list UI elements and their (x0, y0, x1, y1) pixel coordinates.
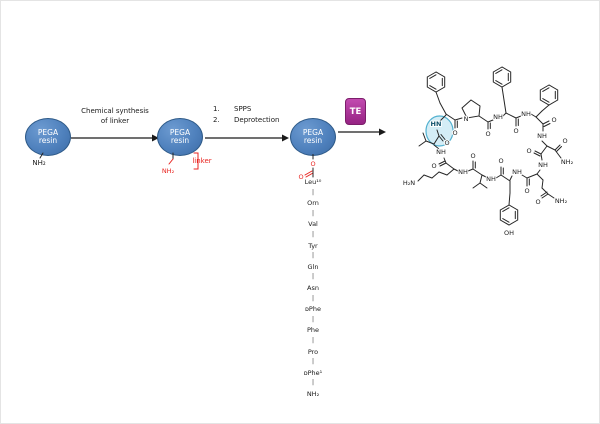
pega-resin-bead-1: PEGA resin (25, 118, 71, 156)
amide-nh: NH (486, 175, 496, 183)
carbonyl-o: O (498, 157, 503, 165)
cyclization-site-highlight (425, 115, 454, 147)
amide-nh: NH (493, 113, 503, 121)
amine-label: NH₂ (32, 159, 46, 167)
chain-residue: Phe (306, 326, 320, 335)
amide-nh: NH (436, 148, 446, 156)
tyr-oh: OH (504, 229, 514, 237)
chain-bond: | (311, 230, 315, 238)
step2-item1-num: 1. (213, 105, 220, 113)
resin-label-line2: resin (170, 136, 190, 145)
asn-sidechain-nh2: NH₂ (561, 158, 574, 166)
linker-amine-label: NH₂ (162, 167, 175, 175)
linker-label: linker (192, 157, 211, 165)
chain-bond: | (311, 188, 315, 196)
highlight-o: O (444, 139, 449, 147)
linker-bracket (193, 152, 199, 170)
proline-ring (461, 99, 481, 119)
carbonyl-o: O (526, 147, 531, 155)
carbonyl-o: O (513, 127, 518, 135)
chain-bond: | (311, 315, 315, 323)
chain-bond: | (311, 294, 315, 302)
resin-label-line2: resin (303, 136, 323, 145)
arrow-cyclization (338, 128, 386, 136)
ester-carbonyl-o-label: O (298, 173, 303, 181)
peptide-chain: Leu¹⁰ | Orn | Val | Tyr | Gln | Asn | ᴅP… (289, 177, 337, 399)
te-enzyme-box: TE (345, 98, 366, 125)
chain-residue: Tyr (308, 241, 318, 250)
amide-nh: NH (538, 161, 548, 169)
gln-sidechain-nh2: NH₂ (555, 197, 568, 205)
step2-item1-text: SPPS (234, 105, 252, 113)
chain-bond: | (311, 273, 315, 281)
chain-residue: Asn (307, 283, 319, 292)
linker-annotation: NH₂ linker (162, 152, 212, 175)
atom-labels: N O O NH O NH O NH O NH₂ O NH O NH₂ O NH… (402, 109, 575, 238)
resin-label-line2: resin (38, 136, 58, 145)
phenol-ring-tyr (499, 204, 519, 226)
highlight-hn: HN (431, 120, 442, 128)
ester-oxygen-label: O (310, 160, 315, 168)
chain-bond: | (311, 209, 315, 217)
amide-nh: NH (512, 168, 522, 176)
asn-sidechain-o: O (562, 137, 567, 145)
chain-terminus: NH₂ (306, 389, 320, 398)
benzene-rings (426, 66, 559, 226)
carbonyl-o: O (485, 130, 490, 138)
chain-residue: Pro (307, 347, 319, 356)
chain-bond: | (311, 379, 315, 387)
phenyl-ring-phe (492, 66, 512, 88)
arrow-step1 (71, 134, 159, 142)
cyclic-peptide-structure: N O O NH O NH O NH O NH₂ O NH O NH₂ O NH… (402, 66, 575, 238)
resin1-amine-group: NH₂ (32, 152, 46, 167)
carbonyl-o: O (551, 116, 556, 124)
step2-item2-text: Deprotection (234, 116, 280, 124)
step2-label: 1. SPPS 2. Deprotection (213, 104, 279, 126)
phenyl-ring-dphe4 (539, 84, 559, 106)
resin-label-line1: PEGA (302, 127, 324, 137)
step1-line1: Chemical synthesis (81, 107, 149, 115)
carbonyl-o: O (452, 129, 457, 137)
atom-n-proline: N (464, 115, 469, 123)
chain-residue: Gln (307, 262, 319, 271)
step1-line2: of linker (100, 116, 130, 125)
orn-h2n: H₂N (403, 179, 415, 187)
arrow-step2 (205, 134, 289, 142)
resin-label-line1: PEGA (37, 127, 59, 137)
gln-sidechain-o: O (535, 198, 540, 206)
amide-nh: NH (458, 168, 468, 176)
ester-linkage: O O (298, 154, 316, 181)
resin-label-line1: PEGA (169, 127, 191, 137)
carbonyl-o: O (470, 152, 475, 160)
pega-resin-bead-2: PEGA resin (157, 118, 203, 156)
amide-nh: NH (521, 110, 531, 118)
chain-bond: | (311, 358, 315, 366)
step2-item2-num: 2. (213, 116, 220, 124)
pega-resin-bead-3: PEGA resin (290, 118, 336, 156)
te-label: TE (349, 106, 362, 117)
chain-bond: | (311, 336, 315, 344)
chain-residue: Leu¹⁰ (304, 178, 322, 186)
carbonyl-o: O (431, 162, 436, 170)
amide-nh: NH (537, 132, 547, 140)
chain-residue: Orn (307, 199, 319, 208)
carbonyl-o: O (524, 187, 529, 195)
chain-residue: ᴅPhe¹ (303, 368, 323, 377)
phenyl-ring-dphe1 (426, 71, 446, 93)
chain-residue: ᴅPhe (305, 305, 321, 314)
chain-residue: Val (308, 220, 318, 229)
bond-lines (417, 86, 562, 206)
chain-bond: | (311, 252, 315, 260)
step1-label: Chemical synthesis of linker (65, 107, 165, 126)
